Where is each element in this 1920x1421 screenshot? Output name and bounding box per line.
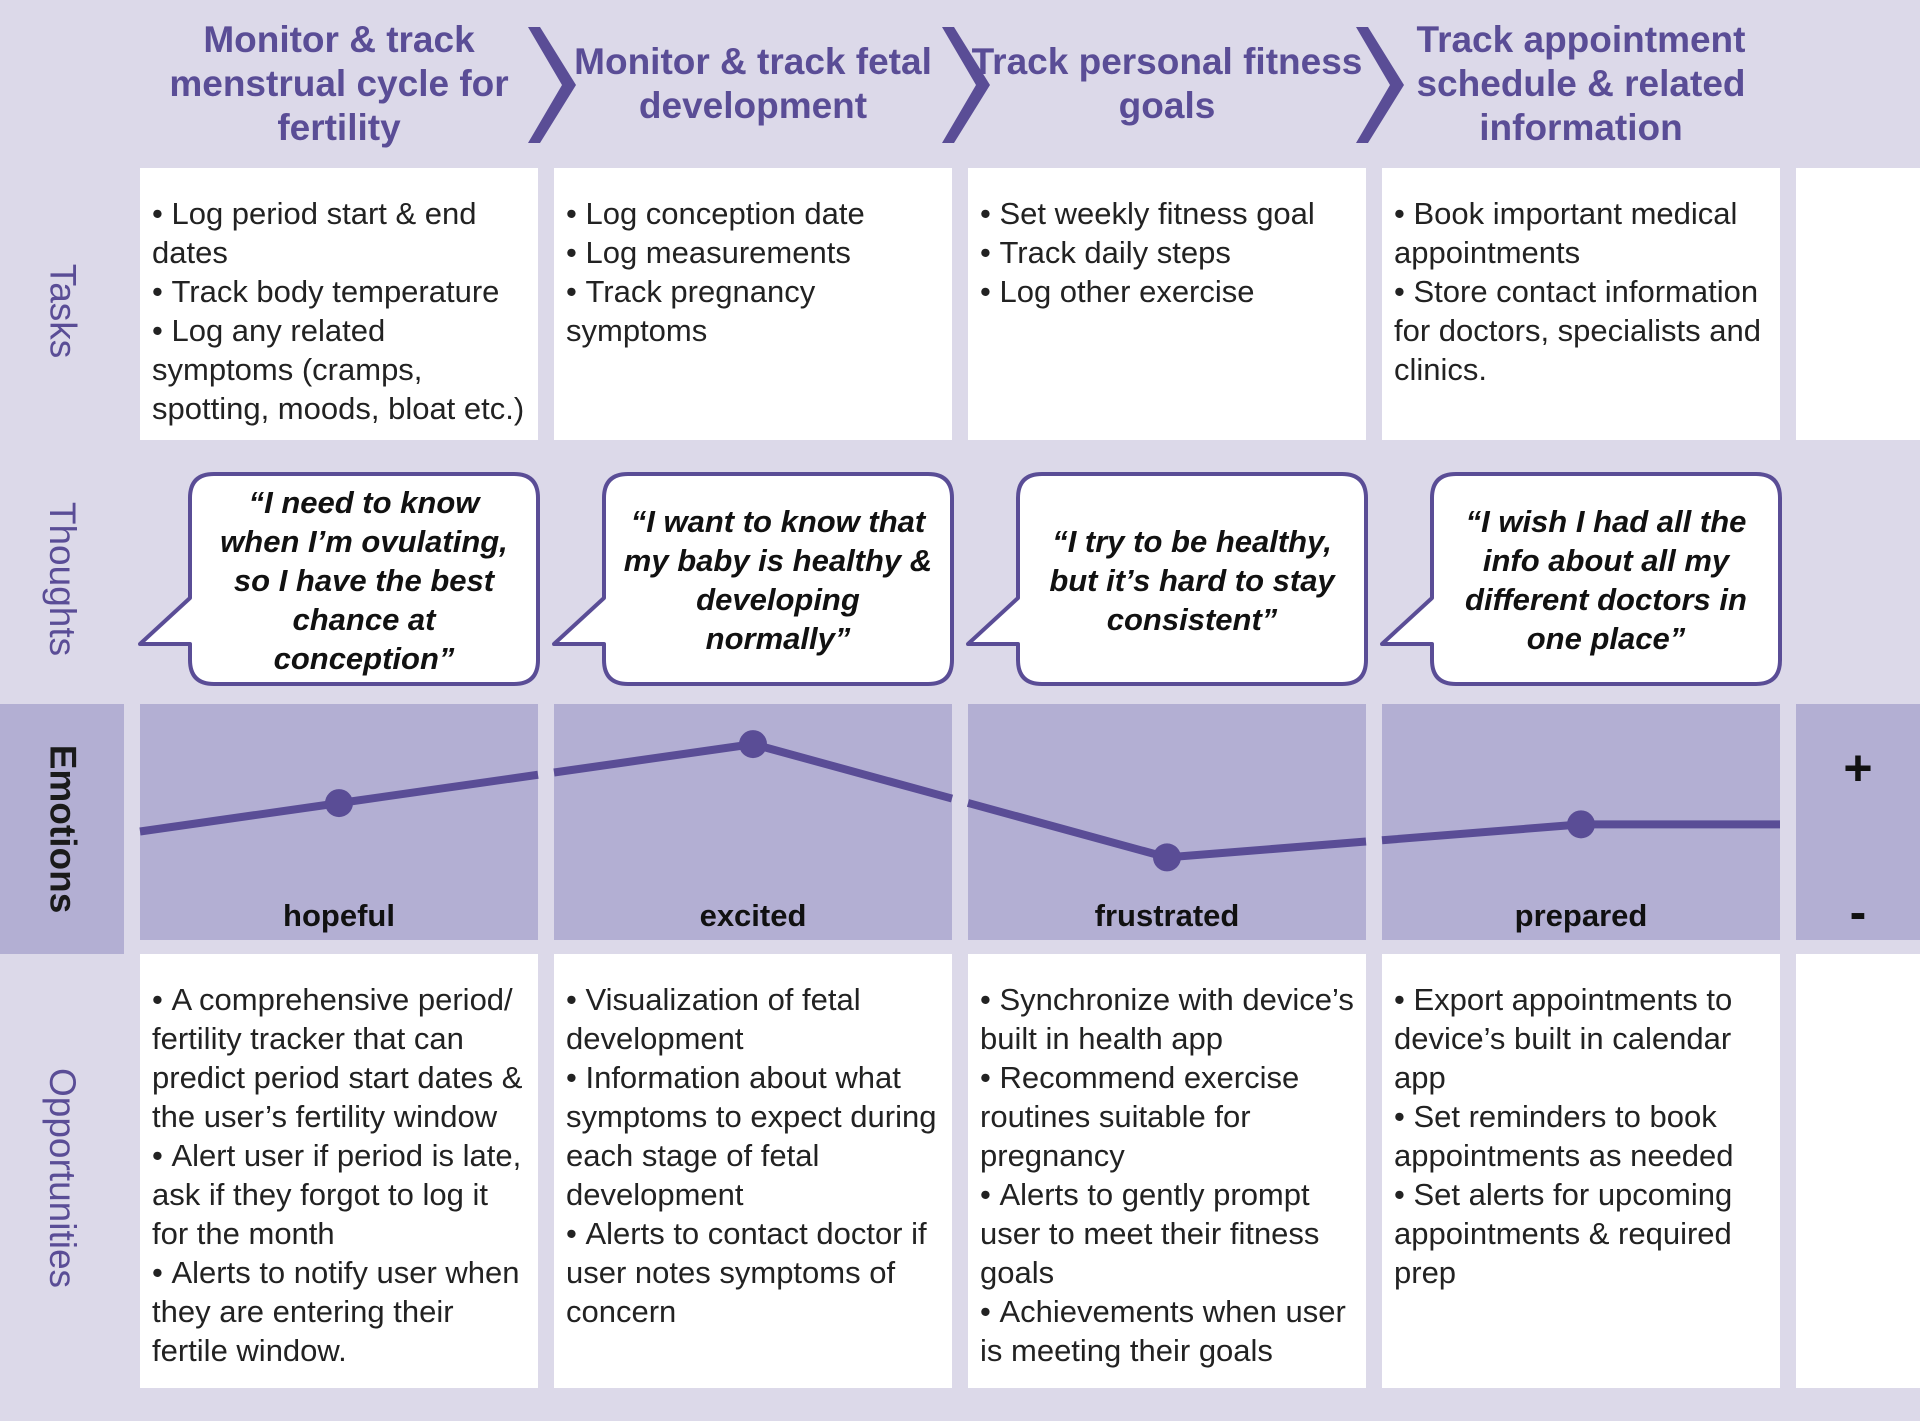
list-item: Set alerts for upcoming appointments & r… bbox=[1394, 1175, 1770, 1292]
emotion-label: excited bbox=[699, 898, 807, 933]
opportunity-cell: Synchronize with device’s built in healt… bbox=[968, 954, 1366, 1388]
thought-bubble bbox=[966, 472, 1368, 686]
list-item: Log conception date bbox=[566, 194, 942, 233]
task-cell: Log conception dateLog measurementsTrack… bbox=[554, 168, 952, 440]
thought-text: “I want to know that my baby is healthy … bbox=[623, 504, 933, 656]
chevron-right-icon bbox=[1356, 27, 1404, 143]
thought-text: “I wish I had all the info about all my … bbox=[1465, 504, 1747, 656]
list-item: Log period start & end dates bbox=[152, 194, 528, 272]
list-item: Set reminders to book appointments as ne… bbox=[1394, 1097, 1770, 1175]
stage-title: Monitor & track fetal development bbox=[574, 41, 932, 126]
emotion-scale-cell bbox=[1796, 704, 1920, 940]
row-label-tasks: Tasks bbox=[0, 168, 124, 454]
list-item: Visualization of fetal development bbox=[566, 980, 942, 1058]
task-cell: Book important medical appointmentsStore… bbox=[1382, 168, 1780, 440]
list-item: Log measurements bbox=[566, 233, 942, 272]
opportunity-cell: A comprehensive period/ fertility tracke… bbox=[140, 954, 538, 1388]
row-label-thoughts: Thoughts bbox=[0, 454, 124, 704]
list-item: Book important medical appointments bbox=[1394, 194, 1770, 272]
list-item: Alerts to contact doctor if user notes s… bbox=[566, 1214, 942, 1331]
scale-plus-icon: + bbox=[1843, 740, 1873, 796]
list-item: Alerts to notify user when they are ente… bbox=[152, 1253, 528, 1370]
opportunity-cell-list: A comprehensive period/ fertility tracke… bbox=[140, 954, 538, 1370]
list-item: Set weekly fitness goal bbox=[980, 194, 1356, 233]
list-item: Synchronize with device’s built in healt… bbox=[980, 980, 1356, 1058]
stage-title: Track appointment schedule & related inf… bbox=[1416, 19, 1746, 148]
list-item: Log any related symptoms (cramps, spotti… bbox=[152, 311, 528, 428]
task-cell-list: Log conception dateLog measurementsTrack… bbox=[554, 168, 952, 350]
list-item: A comprehensive period/ fertility tracke… bbox=[152, 980, 528, 1136]
list-item: Recommend exercise routines suitable for… bbox=[980, 1058, 1356, 1175]
task-cell: Set weekly fitness goalTrack daily steps… bbox=[968, 168, 1366, 440]
opportunity-cell: Export appointments to device’s built in… bbox=[1382, 954, 1780, 1388]
thought-text: “I try to be healthy, but it’s hard to s… bbox=[1049, 523, 1335, 637]
emotion-label: prepared bbox=[1514, 898, 1648, 933]
opportunity-cell-list: Synchronize with device’s built in healt… bbox=[968, 954, 1366, 1370]
thought-bubble bbox=[138, 472, 540, 686]
list-item: Alert user if period is late, ask if the… bbox=[152, 1136, 528, 1253]
task-cell-list: Book important medical appointmentsStore… bbox=[1382, 168, 1780, 389]
row-label-text: Tasks bbox=[41, 263, 83, 359]
list-item: Export appointments to device’s built in… bbox=[1394, 980, 1770, 1097]
emotion-label: hopeful bbox=[283, 898, 395, 933]
list-item: Track pregnancy symptoms bbox=[566, 272, 942, 350]
list-item: Alerts to gently prompt user to meet the… bbox=[980, 1175, 1356, 1292]
row-label-text: Opportunities bbox=[42, 1067, 84, 1289]
list-item: Achievements when user is meeting their … bbox=[980, 1292, 1356, 1370]
list-item: Store contact information for doctors, s… bbox=[1394, 272, 1770, 389]
thought-bubble bbox=[1380, 472, 1782, 686]
scale-minus-icon: - bbox=[1849, 884, 1867, 940]
row-label-text: Thoughts bbox=[42, 501, 83, 657]
opportunity-cell: Visualization of fetal developmentInform… bbox=[554, 954, 952, 1388]
list-item: Log other exercise bbox=[980, 272, 1356, 311]
row-label-emotions: Emotions bbox=[0, 704, 124, 954]
chevron-right-icon bbox=[942, 27, 990, 143]
stage-title: Monitor & track menstrual cycle for fert… bbox=[169, 19, 509, 148]
opportunity-cell-list: Export appointments to device’s built in… bbox=[1382, 954, 1780, 1292]
chevron-right-icon bbox=[528, 27, 576, 143]
thought-bubble bbox=[552, 472, 954, 686]
opportunity-cell-blank bbox=[1796, 954, 1920, 1388]
list-item: Information about what symptoms to expec… bbox=[566, 1058, 942, 1214]
list-item: Track daily steps bbox=[980, 233, 1356, 272]
task-cell: Log period start & end datesTrack body t… bbox=[140, 168, 538, 440]
thought-text: “I need to know when I’m ovulating, so I… bbox=[220, 484, 508, 676]
emotion-label: frustrated bbox=[1094, 898, 1240, 933]
task-cell-list: Log period start & end datesTrack body t… bbox=[140, 168, 538, 428]
task-cell-blank bbox=[1796, 168, 1920, 440]
list-item: Track body temperature bbox=[152, 272, 528, 311]
task-cell-list: Set weekly fitness goalTrack daily steps… bbox=[968, 168, 1366, 311]
row-label-opportunities: Opportunities bbox=[0, 954, 124, 1402]
stage-title: Track personal fitness goals bbox=[971, 41, 1363, 126]
row-label-text: Emotions bbox=[42, 744, 83, 914]
opportunity-cell-list: Visualization of fetal developmentInform… bbox=[554, 954, 952, 1331]
